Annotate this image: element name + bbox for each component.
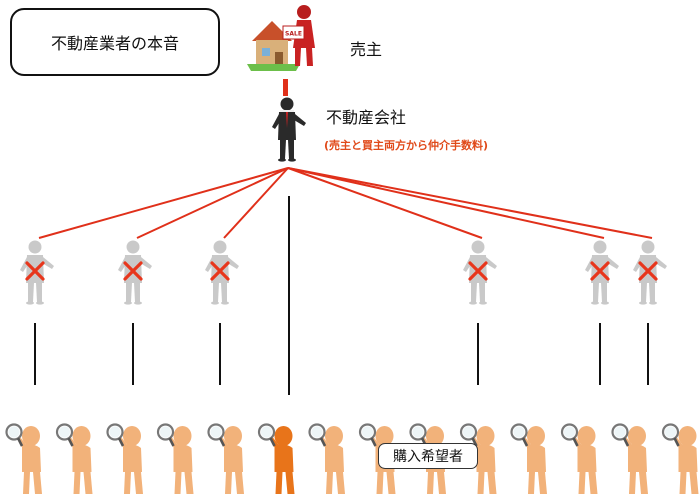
- red-link-6: [287, 167, 653, 239]
- seller-illustration: SALE: [247, 5, 315, 71]
- magnifier-icon: [308, 423, 327, 448]
- buyer-figure: [560, 423, 598, 494]
- agency-figure: [272, 97, 306, 162]
- buyer-figure: [308, 423, 345, 494]
- red-link-3: [223, 167, 289, 239]
- connection-lines: [34, 79, 653, 395]
- other-agent-4: [463, 240, 497, 305]
- magnifier-icon: [611, 423, 630, 448]
- red-cross-icon: [590, 261, 610, 281]
- red-cross-icon: [468, 261, 488, 281]
- seller-label: 売主: [350, 40, 383, 59]
- magnifier-icon: [510, 423, 529, 448]
- red-cross-icon: [123, 261, 143, 281]
- magnifier-icon: [207, 423, 226, 448]
- buyer-figure: [156, 423, 194, 494]
- sale-sign-text: SALE: [285, 31, 302, 38]
- other-agent-5: [585, 240, 619, 305]
- buyer-figure: [207, 423, 244, 494]
- magnifier-icon: [661, 423, 680, 448]
- buyer-figure: [55, 423, 93, 494]
- magnifier-icon: [560, 423, 579, 448]
- other-agent-2: [118, 240, 152, 305]
- buyer-figure: [5, 423, 42, 494]
- buyer-figure: [510, 423, 547, 494]
- magnifier-icon: [106, 423, 125, 448]
- agency-commission-note: (売主と買主両方から仲介手数料): [324, 139, 489, 152]
- other-agent-6: [633, 240, 667, 305]
- other-agent-3: [205, 240, 239, 305]
- seller-agency-link: [283, 79, 288, 96]
- red-link-4: [287, 167, 483, 239]
- buyers-label: 購入希望者: [378, 443, 478, 469]
- magnifier-icon: [5, 423, 24, 448]
- other-agent-1: [20, 240, 54, 305]
- buyer-figure: [106, 423, 143, 494]
- agency-label: 不動産会社: [326, 108, 407, 127]
- buyer-figure: [661, 423, 699, 494]
- red-link-2: [136, 167, 289, 239]
- buyer-figure-highlighted: [257, 423, 295, 494]
- magnifier-icon: [55, 423, 74, 448]
- magnifier-icon: [257, 423, 276, 448]
- red-cross-icon: [25, 261, 45, 281]
- red-link-1: [38, 167, 289, 239]
- title-box: 不動産業者の本音: [10, 8, 220, 76]
- red-cross-icon: [210, 261, 230, 281]
- red-link-5: [287, 167, 605, 239]
- magnifier-icon: [156, 423, 175, 448]
- magnifier-icon: [358, 423, 377, 448]
- other-agents-row: [20, 240, 667, 305]
- buyer-figure: [611, 423, 648, 494]
- red-cross-icon: [638, 261, 658, 281]
- buyers-row: [5, 423, 699, 494]
